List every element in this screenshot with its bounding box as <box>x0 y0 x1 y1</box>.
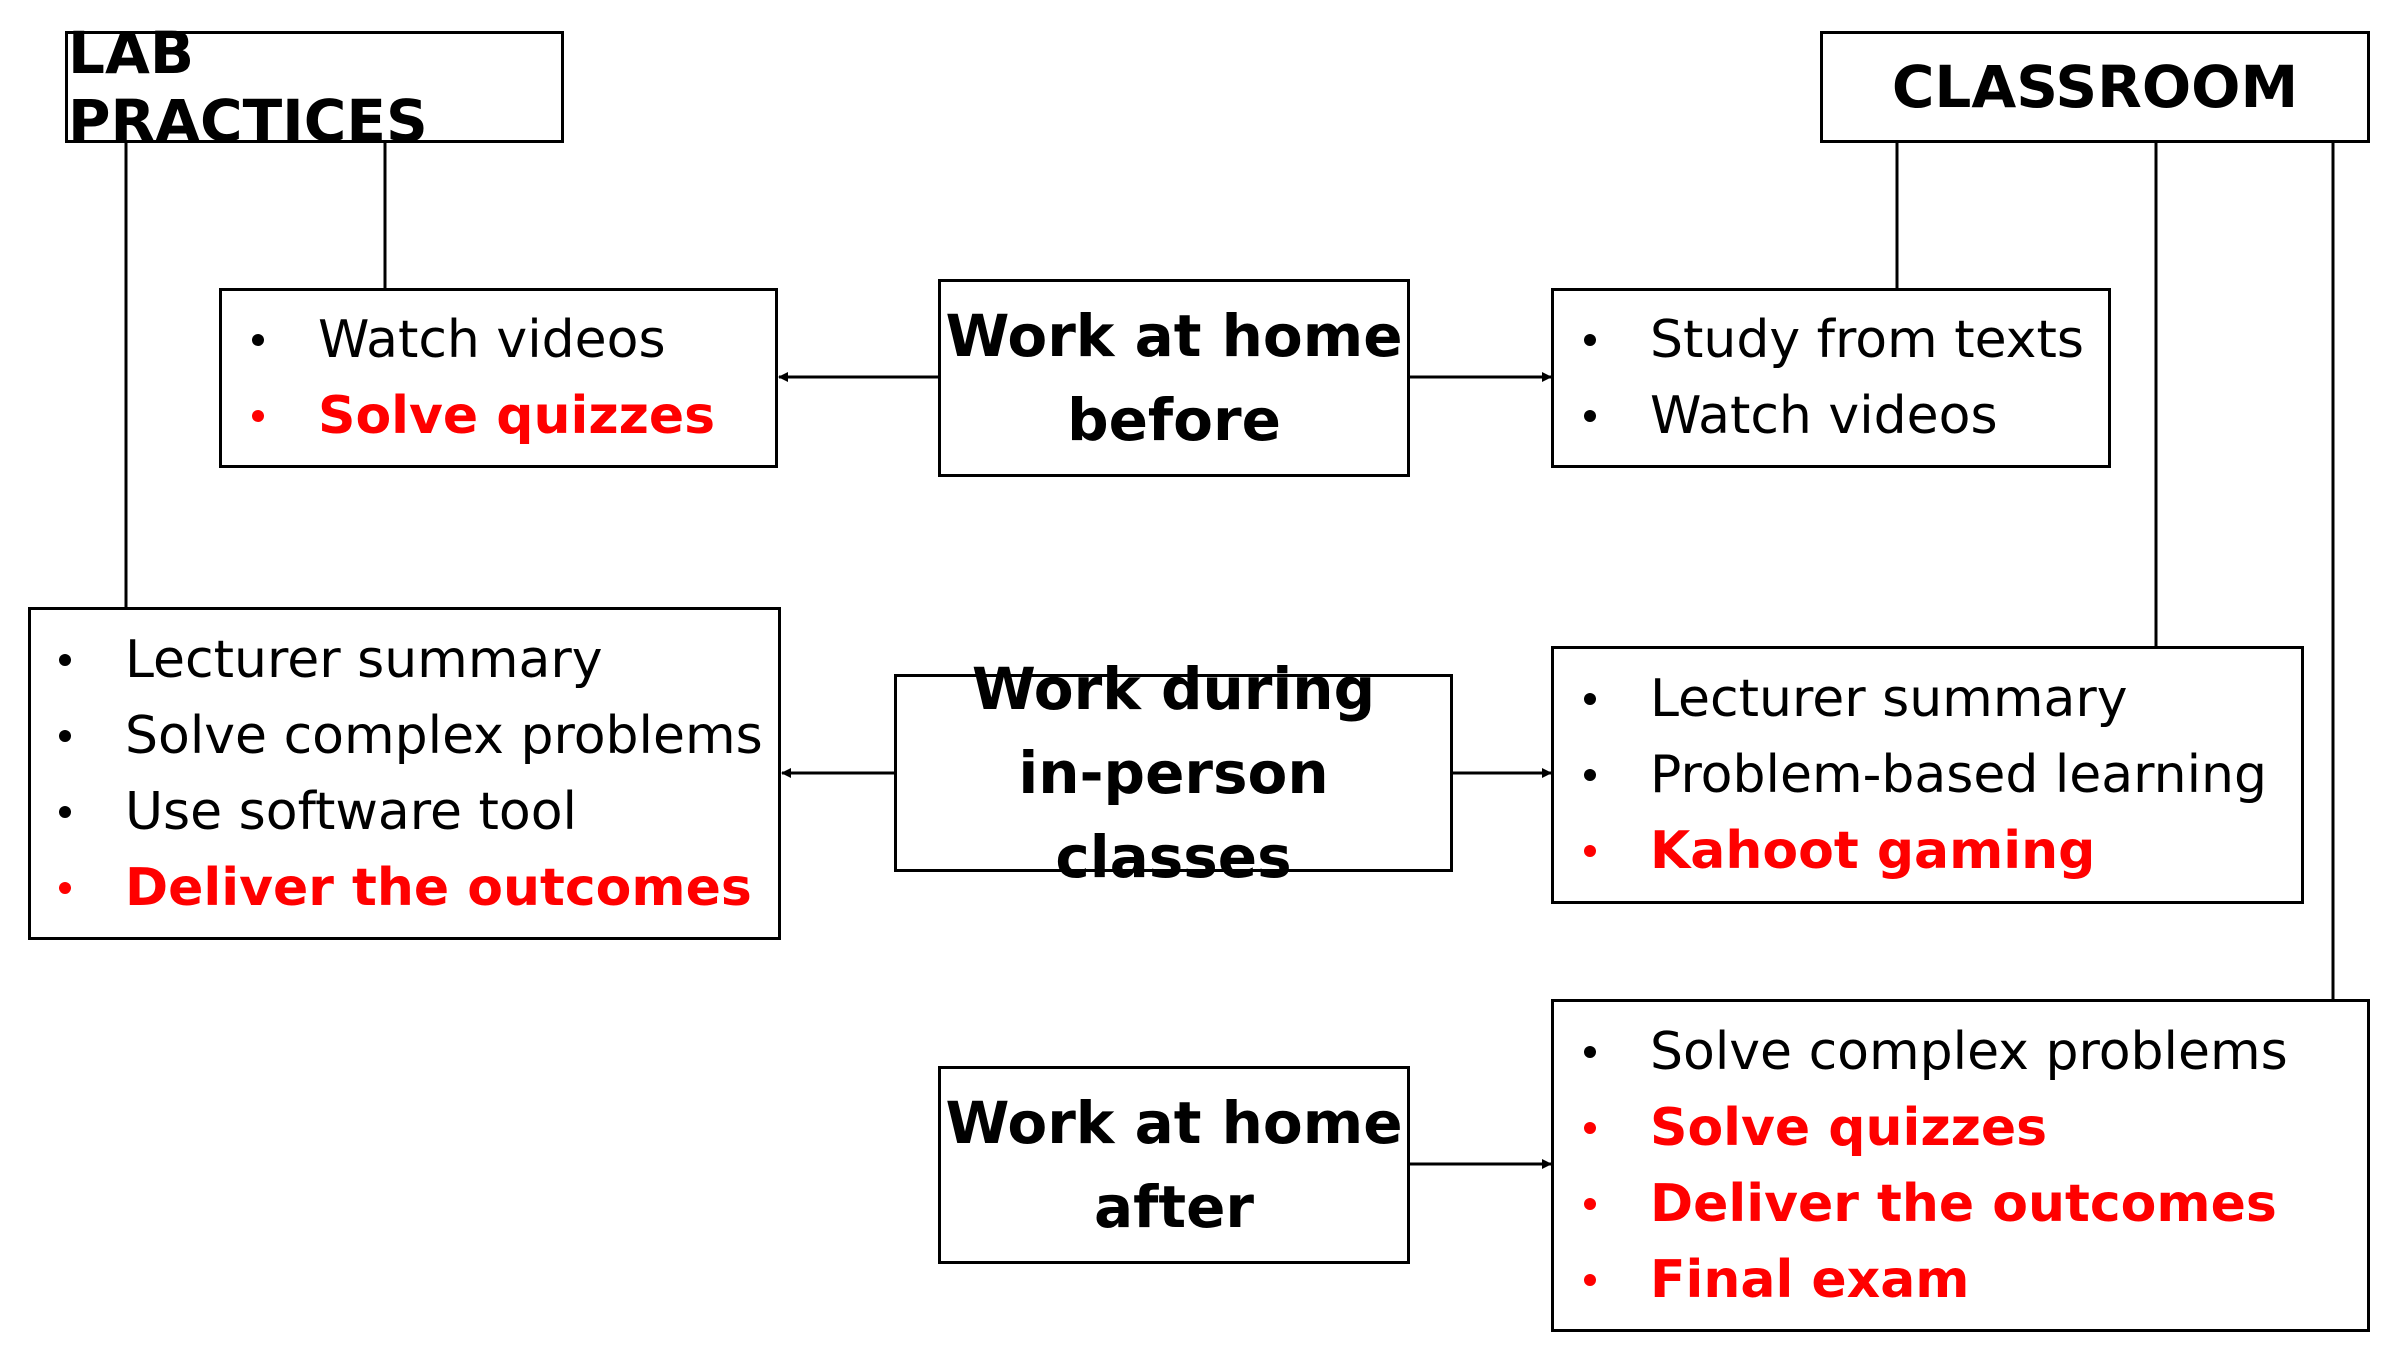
bullet-icon <box>1584 693 1596 705</box>
bullet-icon <box>1584 1273 1596 1286</box>
bullet-icon <box>1584 1121 1596 1134</box>
bullet-icon <box>59 881 71 894</box>
bullet-icon <box>1584 1045 1596 1058</box>
lab-practices-header: LAB PRACTICES <box>65 19 564 155</box>
bullet-icon <box>1584 769 1596 781</box>
list-item: Study from texts <box>1584 302 2108 378</box>
list-item-text: Solve quizzes <box>318 386 716 446</box>
list-item-text: Solve complex problems <box>125 705 763 766</box>
list-item: Watch videos <box>1584 378 2108 454</box>
classroom-header: CLASSROOM <box>1820 31 2370 143</box>
bullet-icon <box>1584 410 1596 422</box>
list-item-text: Deliver the outcomes <box>125 857 752 918</box>
bullet-icon <box>1584 334 1596 346</box>
stage-home-before-line2: before <box>1067 386 1281 454</box>
stage-home-after-line1: Work at home <box>945 1089 1403 1157</box>
list-item: Deliver the outcomes <box>59 850 778 926</box>
list-item: Final exam <box>1584 1242 2367 1318</box>
list-item-text: Watch videos <box>318 310 666 370</box>
bullet-icon <box>1584 845 1596 857</box>
list-item-text: Use software tool <box>125 781 577 842</box>
stage-home-before: Work at home before <box>938 279 1410 477</box>
list-item: Deliver the outcomes <box>1584 1166 2367 1242</box>
list-item-text: Lecturer summary <box>125 629 603 690</box>
list-item: Watch videos <box>252 302 775 378</box>
list-item: Kahoot gaming <box>1584 813 2301 889</box>
classroom-title: CLASSROOM <box>1891 53 2299 121</box>
list-item: Use software tool <box>59 774 778 850</box>
list-item-text: Solve quizzes <box>1650 1097 2048 1158</box>
list-item: Solve complex problems <box>59 698 778 774</box>
bullet-icon <box>252 334 264 346</box>
list-item-text: Kahoot gaming <box>1650 821 2096 881</box>
bullet-icon <box>59 805 71 818</box>
list-item-text: Study from texts <box>1650 310 2084 370</box>
list-item: Lecturer summary <box>59 622 778 698</box>
list-item: Lecturer summary <box>1584 661 2301 737</box>
bullet-icon <box>59 653 71 666</box>
list-item-text: Problem-based learning <box>1650 745 2267 805</box>
list-item: Solve quizzes <box>1584 1090 2367 1166</box>
list-item-text: Lecturer summary <box>1650 669 2128 729</box>
list-item: Problem-based learning <box>1584 737 2301 813</box>
list-item-text: Watch videos <box>1650 386 1998 446</box>
bullet-icon <box>59 729 71 742</box>
stage-in-person: Work during in-person classes <box>894 655 1453 891</box>
list-item: Solve complex problems <box>1584 1014 2367 1090</box>
list-item-text: Final exam <box>1650 1249 1970 1310</box>
stage-home-after-line2: after <box>1093 1173 1255 1241</box>
list-item-text: Deliver the outcomes <box>1650 1173 2277 1234</box>
stage-in-person-line1: Work during <box>971 655 1376 723</box>
bullet-icon <box>1584 1197 1596 1210</box>
bullet-icon <box>252 410 264 422</box>
list-item-text: Solve complex problems <box>1650 1021 2288 1082</box>
stage-home-after: Work at home after <box>938 1066 1410 1264</box>
lab-practices-title: LAB PRACTICES <box>68 19 428 155</box>
list-item: Solve quizzes <box>252 378 775 454</box>
stage-home-before-line1: Work at home <box>945 302 1403 370</box>
stage-in-person-line2: in-person classes <box>1018 739 1329 891</box>
